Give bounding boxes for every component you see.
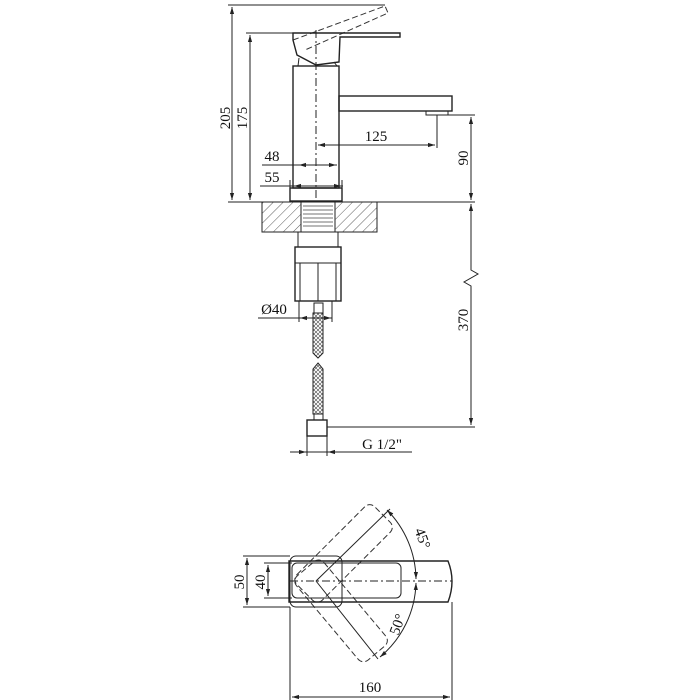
hose-ferrule xyxy=(313,413,324,421)
dim-160: 160 xyxy=(359,680,382,696)
dim-205: 205 xyxy=(218,107,234,130)
base-ring xyxy=(289,187,343,202)
spout-top xyxy=(288,560,453,603)
top-view: 50 40 160 45° 50° xyxy=(232,504,453,700)
hose-upper xyxy=(312,312,324,359)
spout xyxy=(338,95,453,112)
angle-50: 50° xyxy=(387,612,409,637)
threaded-stud xyxy=(300,201,336,233)
angle-arc-50 xyxy=(379,582,418,658)
hose-lower xyxy=(312,362,324,415)
dim-50: 50 xyxy=(232,575,248,590)
dim-175: 175 xyxy=(235,107,251,130)
dim-90: 90 xyxy=(456,151,472,166)
hose-fitting xyxy=(306,419,328,437)
dim-125: 125 xyxy=(365,129,388,145)
rotated-handle-right xyxy=(294,559,388,663)
rotation-axis-right xyxy=(315,580,379,660)
top-dimension-lines xyxy=(243,555,453,700)
hose-ferrule xyxy=(313,302,324,314)
angle-arc-45 xyxy=(386,509,418,580)
dim-thread: G 1/2" xyxy=(362,437,402,453)
rotation-axis-left xyxy=(315,508,391,582)
rotated-handle-left xyxy=(294,504,393,603)
thread-lines xyxy=(303,205,333,227)
dim-48: 48 xyxy=(265,149,280,165)
angle-45: 45° xyxy=(411,526,433,551)
dim-55: 55 xyxy=(265,170,280,186)
dim-370: 370 xyxy=(456,309,472,332)
handle xyxy=(292,32,401,66)
side-view: 205 175 125 48 55 90 Ø40 370 G 1/2" xyxy=(218,4,480,456)
raised-handle-outline xyxy=(292,5,389,51)
dim-40: 40 xyxy=(253,575,269,590)
mounting-stud xyxy=(297,231,339,248)
dimension-lines xyxy=(228,4,480,456)
dim-diameter-40: Ø40 xyxy=(261,302,287,318)
